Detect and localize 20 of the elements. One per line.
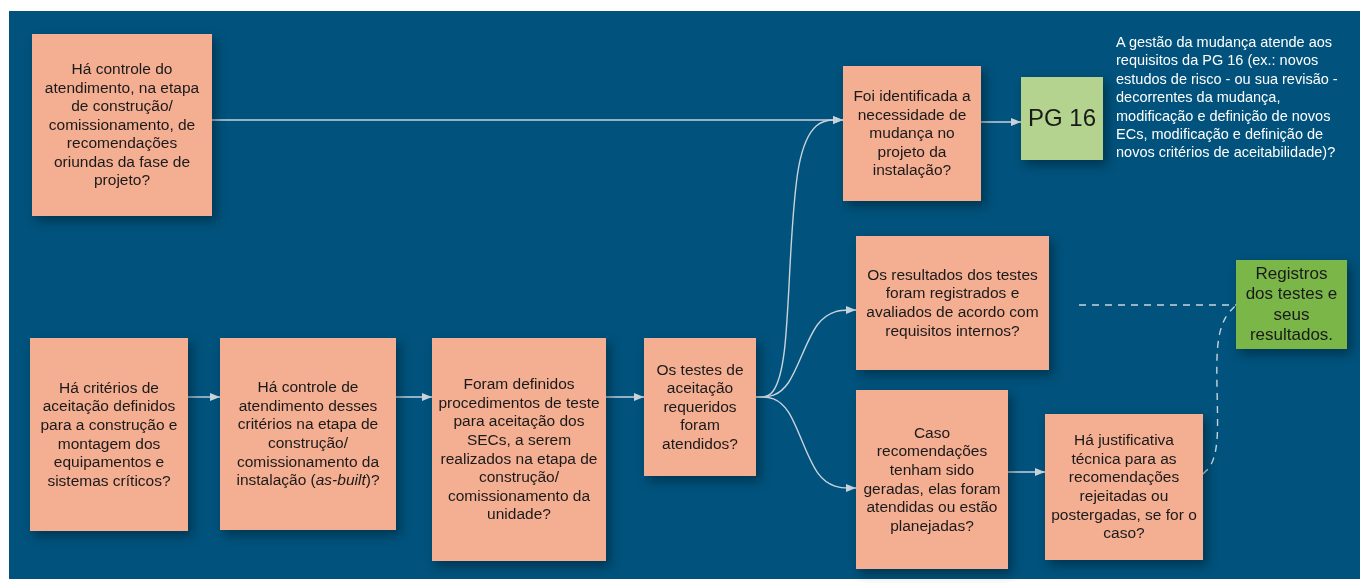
arrow [980, 118, 1022, 126]
process-box: Os resultados dos testes foram registrados e avaliados de acordo com requisitos internos? [856, 236, 1049, 370]
dashed-line [1078, 304, 1237, 306]
process-box: Registros dos testes e seus resultados. [1236, 260, 1347, 349]
process-box: Há controle do atendimento, na etapa de construção/ comissionamento, de recomendações oriundas da fase de projeto? [32, 34, 212, 216]
dashed-line [1202, 304, 1237, 475]
process-box: Há critérios de aceitação definidos para a construção e montagem dos equipamentos e sistemas críticos? [30, 338, 188, 531]
process-box: Há controle de atendimento desses critérios na etapa de construção/ comissionamento da instalação (as-built)? [220, 338, 396, 530]
process-box: Foi identificada a necessidade de mudança no projeto da instalação? [843, 66, 981, 201]
process-box: Foram definidos procedimentos de teste para aceitação dos SECs, a serem realizados na etapa de construção/ comissionamento da unidade? [432, 338, 606, 561]
process-box: Caso recomendações tenham sido geradas, elas foram atendidas ou estão planejadas? [856, 390, 1008, 569]
arrow [1007, 468, 1046, 476]
process-box: Há justificativa técnica para as recomendações rejeitadas ou postergadas, se for o caso? [1045, 414, 1203, 560]
note-text: A gestão da mudança atende aos requisitos da PG 16 (ex.: novos estudos de risco - ou sua revisão - decorrentes da mudança, modificação e definição de novos ECs, modificação e definição de novos critérios de aceitabilidade)? [1116, 33, 1339, 162]
arrow [755, 396, 857, 492]
process-box: Os testes de aceitação requeridos foram atendidos? [644, 338, 756, 476]
process-box: PG 16 [1021, 77, 1103, 160]
arrow [187, 393, 221, 401]
arrow [395, 393, 433, 401]
arrow [605, 393, 645, 401]
